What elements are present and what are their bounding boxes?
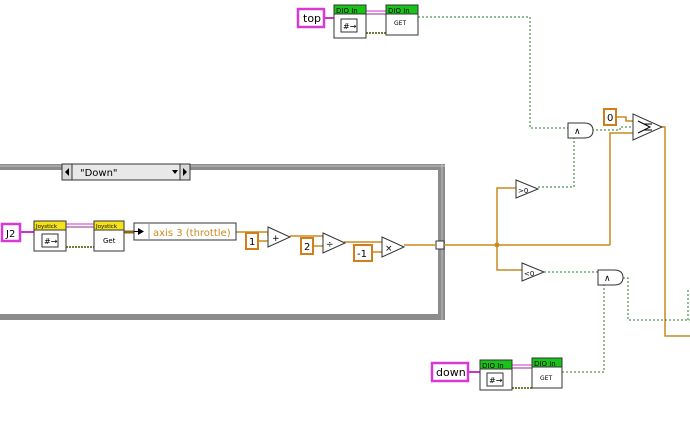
constant-one[interactable]: 1 (245, 232, 259, 250)
wire-top-boolean (418, 16, 568, 129)
svg-text:0: 0 (607, 113, 613, 124)
number-port-icon (486, 372, 504, 387)
decrement-arrow-icon[interactable] (65, 168, 69, 176)
select-icon (637, 120, 652, 134)
down-dio-open-vi[interactable]: DIO In #→ (479, 359, 513, 391)
wire-greater-zero-out (538, 138, 575, 188)
increment-arrow-icon[interactable] (183, 168, 187, 176)
less-than-zero-symbol: <0 (524, 270, 534, 278)
joystick-get-vi[interactable]: Joystick Get (93, 220, 125, 252)
joystick-get-header: Joystick (95, 224, 118, 230)
down-dio-get-header: DIO In (534, 360, 556, 368)
wire-to-less-zero (496, 245, 522, 271)
top-string-label: top (303, 12, 321, 25)
add-symbol: + (272, 234, 280, 244)
number-port-icon (41, 233, 59, 248)
down-dio-open-header: DIO In (482, 362, 504, 370)
wire-down-and-out (623, 277, 690, 321)
joystick-ref-label: J2 (5, 229, 15, 240)
svg-text:1: 1 (249, 237, 255, 248)
and-gate-down-symbol: ∧ (604, 274, 611, 284)
number-port-icon (340, 18, 358, 33)
wire-top-and-out (592, 126, 633, 131)
divide-symbol: ÷ (326, 240, 334, 250)
less-than-zero-node[interactable]: <0 (521, 262, 546, 282)
case-selector[interactable]: "Down" (61, 163, 191, 181)
svg-text:-1: -1 (357, 249, 367, 260)
top-dio-get-header: DIO In (388, 7, 410, 15)
case-output-tunnel (435, 240, 445, 250)
joystick-ref-constant[interactable]: J2 (0, 222, 22, 243)
and-gate-top-symbol: ∧ (574, 127, 581, 137)
top-string-constant[interactable]: top (296, 7, 326, 29)
axis-label: axis 3 (throttle) (153, 228, 231, 239)
multiply-node[interactable]: × (381, 236, 406, 258)
down-string-label: down (436, 366, 466, 379)
greater-than-zero-node[interactable]: >0 (515, 179, 540, 199)
svg-text:#→: #→ (44, 237, 58, 246)
joystick-open-vi[interactable]: Joystick #→ (33, 220, 67, 252)
wire-zero-to-select (616, 116, 633, 122)
unbundle-axis[interactable]: axis 3 (throttle) (133, 222, 237, 241)
and-gate-top[interactable]: ∧ (567, 122, 594, 139)
svg-text:#→: #→ (343, 22, 357, 31)
wire-to-greater-zero (496, 187, 516, 245)
down-dio-get-label: GET (540, 375, 552, 382)
constant-neg-one[interactable]: -1 (353, 244, 373, 262)
divide-node[interactable]: ÷ (322, 232, 347, 254)
wire-to-select-false (609, 132, 633, 245)
joystick-open-header: Joystick (35, 224, 58, 230)
constant-two[interactable]: 2 (300, 237, 314, 255)
wire-select-output (662, 126, 690, 337)
case-selector-label: "Down" (80, 168, 118, 179)
greater-than-zero-symbol: >0 (518, 187, 528, 195)
top-dio-get-label: GET (394, 20, 406, 27)
top-dio-get-vi[interactable]: DIO In GET (385, 4, 419, 36)
down-string-constant[interactable]: down (430, 361, 470, 383)
constant-zero[interactable]: 0 (603, 108, 617, 126)
svg-text:2: 2 (304, 242, 310, 253)
add-node[interactable]: + (267, 226, 292, 248)
unbundle-arrow-icon (138, 228, 144, 235)
wire-junction (494, 242, 500, 248)
multiply-symbol: × (385, 244, 393, 254)
svg-text:#→: #→ (489, 376, 503, 385)
down-dio-get-vi[interactable]: DIO In GET (531, 357, 563, 389)
select-node[interactable] (632, 113, 664, 141)
joystick-get-label: Get (103, 237, 116, 245)
wire-down-boolean (562, 283, 605, 373)
top-dio-open-header: DIO In (336, 7, 358, 15)
dropdown-arrow-icon[interactable] (172, 170, 178, 174)
and-gate-down[interactable]: ∧ (597, 269, 624, 286)
top-dio-open-vi[interactable]: DIO In #→ (333, 4, 367, 39)
